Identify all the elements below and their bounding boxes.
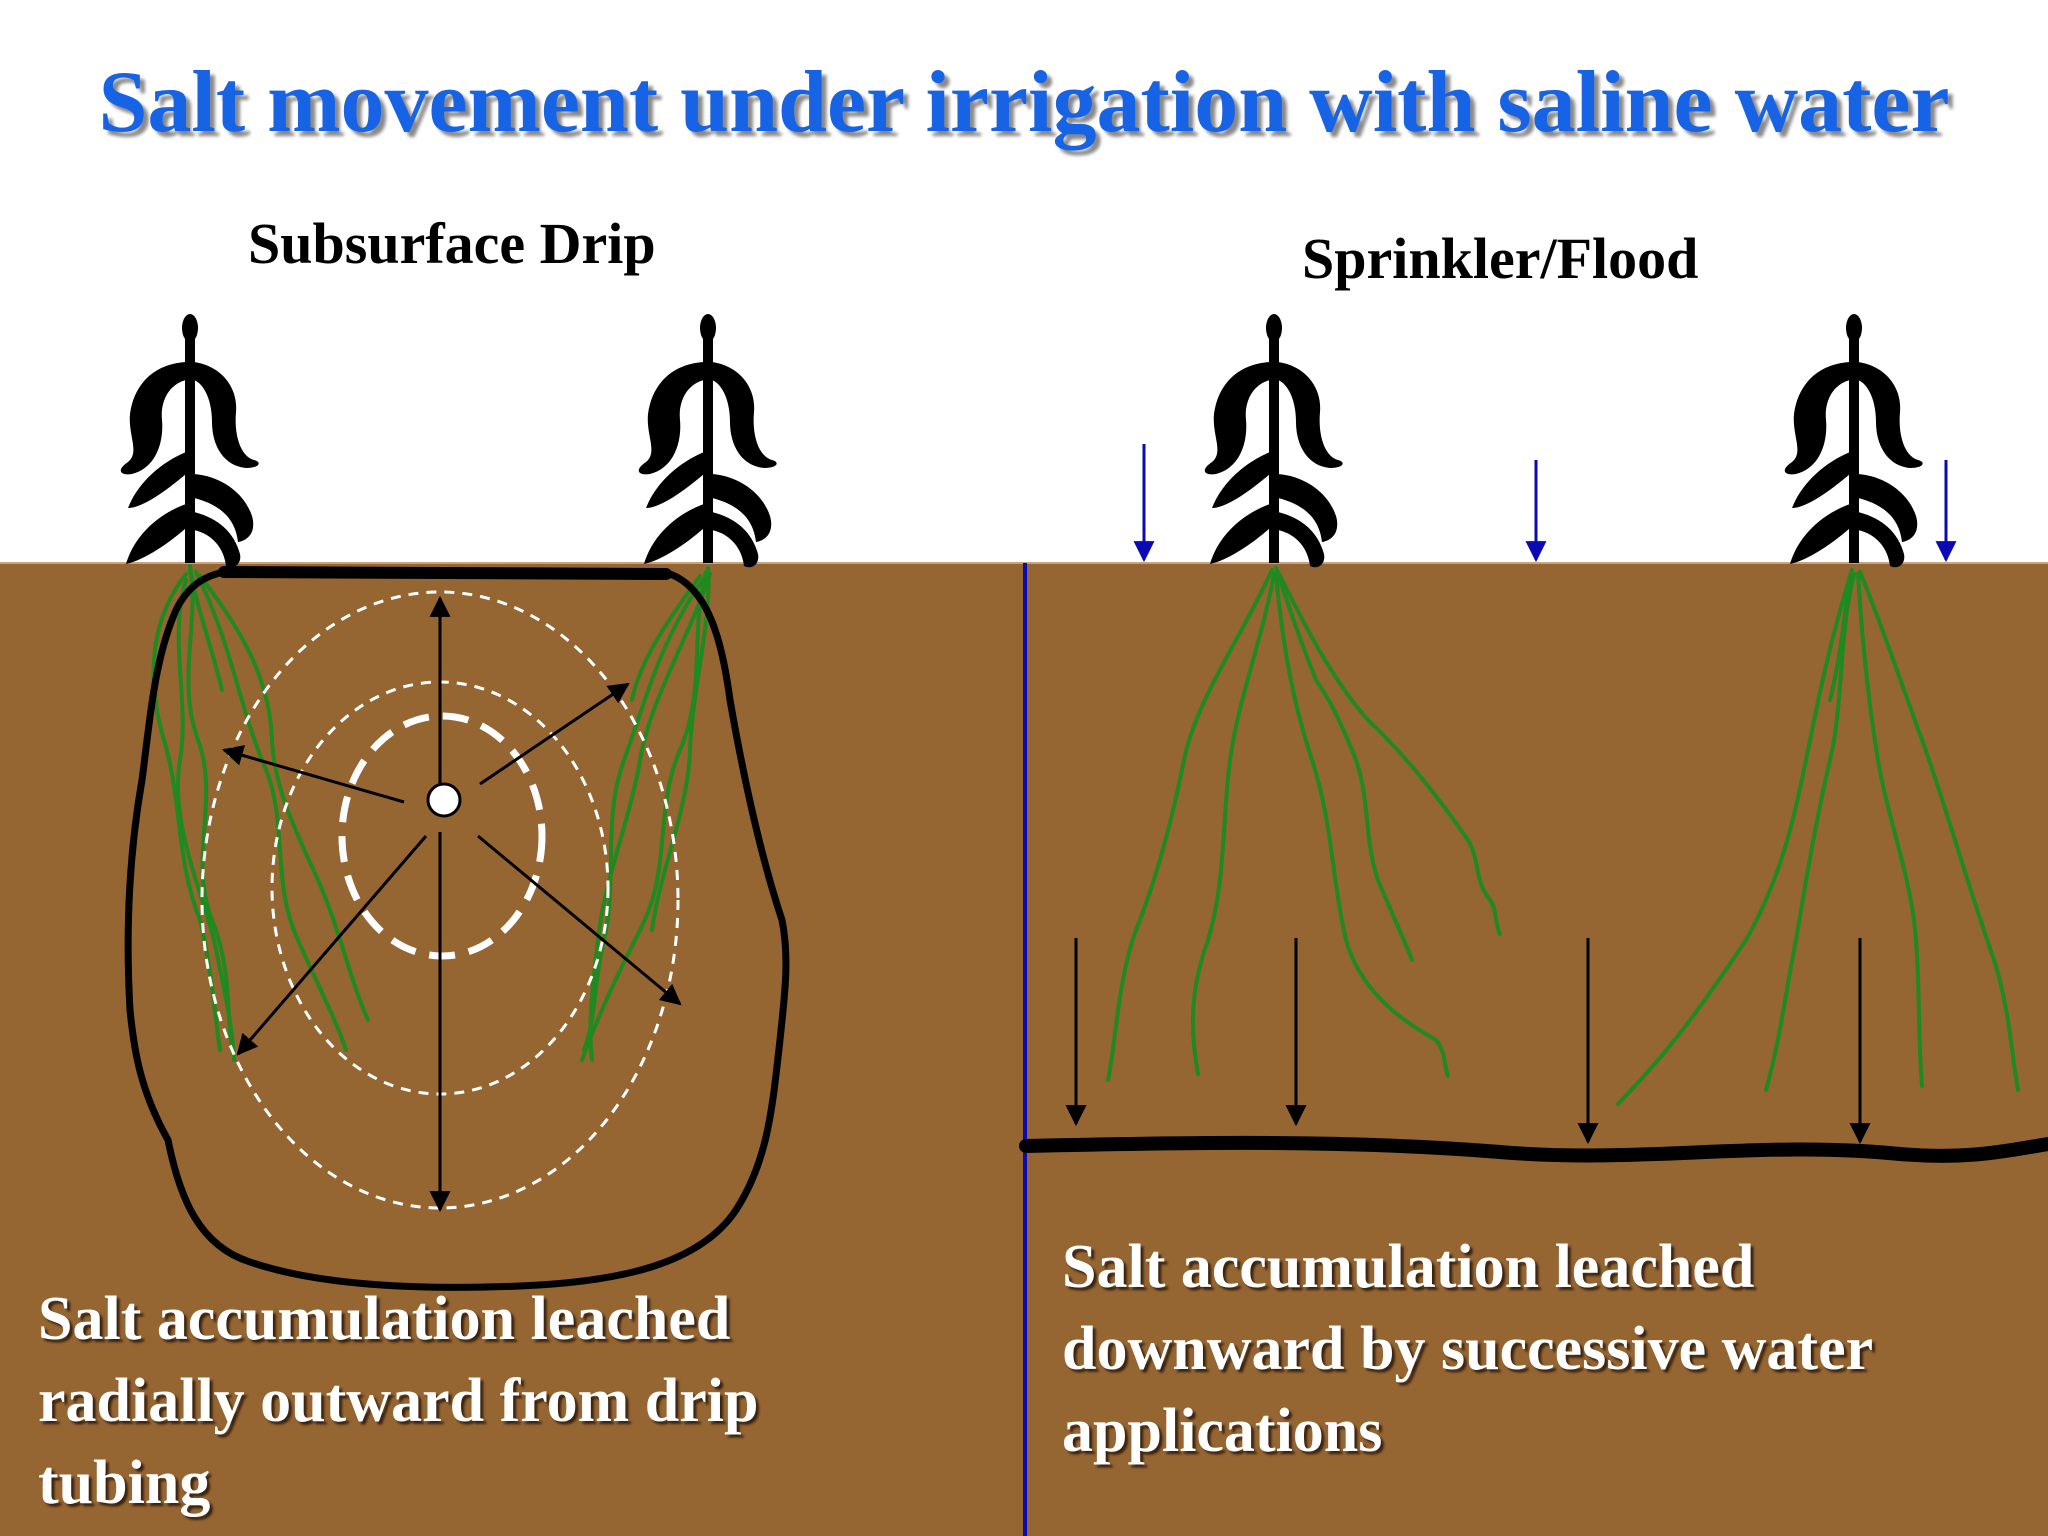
salt-movement-arrows-left [221, 595, 682, 1213]
wetting-front-outer [200, 590, 680, 1210]
caption-subsurface-drip: Salt accumulation leached radially outwa… [38, 1285, 759, 1517]
salt-front-left-top [218, 566, 672, 580]
soil-left [0, 563, 1024, 1536]
corn-plant-icon [120, 314, 259, 568]
salt-front-right [1019, 1135, 2048, 1163]
heading-subsurface-drip: Subsurface Drip [248, 211, 656, 276]
drip-emitter-icon [426, 782, 462, 818]
right-roots [1106, 566, 2020, 1106]
corn-plant-icon [1784, 314, 1923, 568]
wetting-front-inner [338, 712, 546, 960]
heading-sprinkler-flood: Sprinkler/Flood [1302, 226, 1699, 291]
slide-title: Salt movement under irrigation with sali… [98, 54, 1950, 151]
salt-front-left [124, 568, 790, 1291]
corn-plant-icon [638, 314, 777, 568]
corn-plant-icon [1204, 314, 1343, 568]
leaching-arrows-right [1065, 938, 1871, 1145]
caption-sprinkler-flood: Salt accumulation leached downward by su… [1062, 1233, 1872, 1465]
water-application-arrows [1133, 444, 1957, 563]
